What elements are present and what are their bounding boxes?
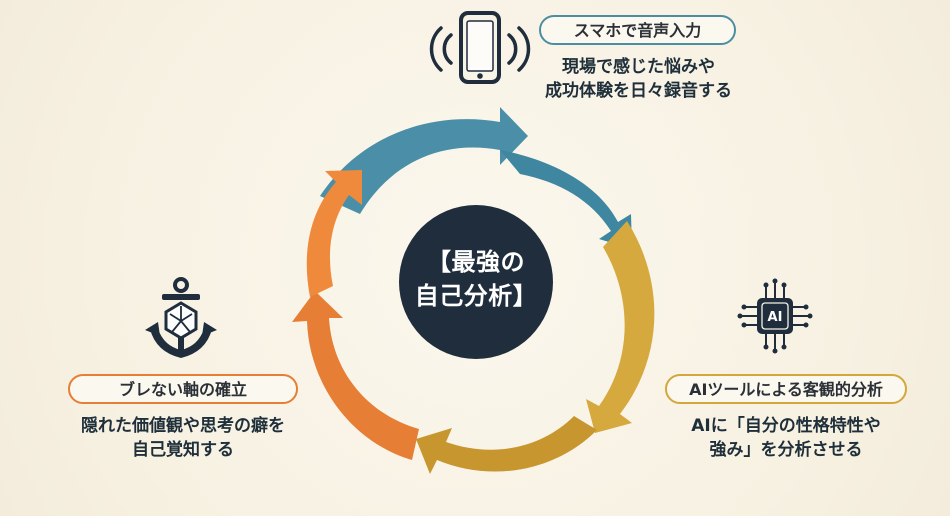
step-3-title: ブレない軸の確立 [68, 374, 298, 404]
step-2-title: AIツールによる客観的分析 [665, 374, 907, 404]
step-3-description: 隠れた価値観や思考の癖を 自己覚知する [53, 414, 313, 462]
center-circle [399, 205, 553, 359]
step-3-description-line-2: 自己覚知する [132, 440, 234, 460]
center-title: 【最強の 自己分析】 [403, 245, 549, 313]
step-2-description: AIに「自分の性格特性や 強み」を分析させる [650, 414, 922, 462]
chip-label: AI [768, 310, 783, 325]
center-title-line-2: 自己分析】 [414, 282, 538, 310]
step-1-description-line-2: 成功体験を日々録音する [545, 81, 732, 101]
arrow-gold [416, 221, 655, 474]
ai-chip-icon: AI [737, 278, 813, 354]
step-1-description: 現場で感じた悩みや 成功体験を日々録音する [526, 55, 751, 103]
arrow-orange [292, 170, 419, 460]
step-3-description-line-1: 隠れた価値観や思考の癖を [81, 416, 285, 436]
step-1-description-line-1: 現場で感じた悩みや [562, 57, 715, 77]
center-title-line-1: 【最強の [427, 248, 525, 276]
step-2-description-line-2: 強み」を分析させる [709, 440, 863, 460]
anchor-icon [145, 277, 217, 358]
arrow-blue [320, 107, 632, 249]
step-2-description-line-1: AIに「自分の性格特性や [691, 416, 881, 436]
step-1-title: スマホで音声入力 [539, 15, 736, 45]
smartphone-icon [429, 11, 531, 84]
